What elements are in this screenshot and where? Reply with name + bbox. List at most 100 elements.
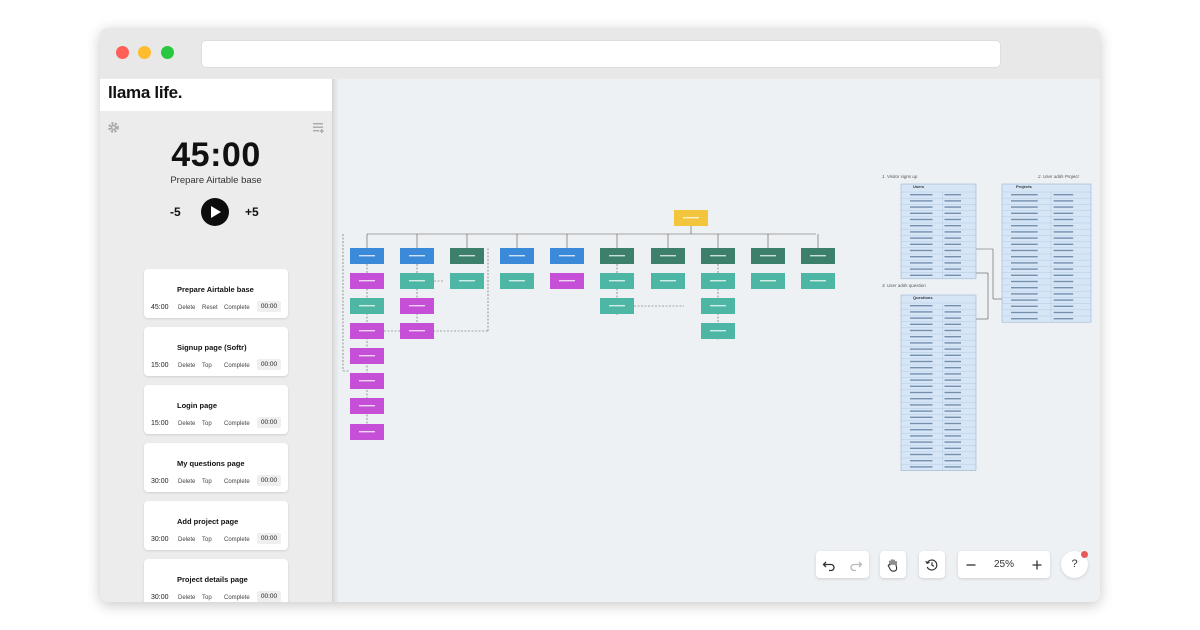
schema-field-placeholder [910, 311, 933, 313]
schema-type-placeholder [1053, 280, 1074, 283]
task-card[interactable]: Add project page 30:00 Delete Top Comple… [144, 501, 288, 550]
task-title: My questions page [177, 459, 245, 468]
schema-field-placeholder [910, 218, 933, 221]
maximize-window-button[interactable] [161, 46, 174, 59]
delete-task-button[interactable]: Delete [178, 537, 196, 543]
node-label-placeholder [660, 255, 676, 257]
schema-type-placeholder [1053, 194, 1074, 196]
schema-type-placeholder [944, 268, 961, 270]
move-to-top-button[interactable]: Top [202, 537, 212, 543]
schema-type-placeholder [1053, 225, 1074, 227]
app-logo: llama life. [108, 83, 183, 102]
schema-field-placeholder [910, 466, 933, 468]
move-to-top-button[interactable]: Top [202, 363, 212, 369]
settings-gear-icon[interactable] [107, 121, 120, 134]
move-to-top-button[interactable]: Top [202, 421, 212, 427]
schema-type-placeholder [944, 305, 961, 307]
minimize-window-button[interactable] [138, 46, 151, 59]
schema-type-placeholder [944, 329, 961, 332]
delete-task-button[interactable]: Delete [178, 305, 196, 311]
address-bar[interactable] [201, 40, 1001, 68]
task-duration[interactable]: 15:00 [151, 420, 169, 427]
help-icon: ? [1071, 558, 1078, 570]
task-duration[interactable]: 30:00 [151, 478, 169, 485]
help-button[interactable]: ? [1061, 551, 1088, 578]
node-label-placeholder [559, 255, 575, 257]
node-label-placeholder [710, 305, 726, 307]
complete-task-button[interactable]: Complete [224, 363, 250, 369]
task-card[interactable]: My questions page 30:00 Delete Top Compl… [144, 443, 288, 492]
schema-type-placeholder [1053, 218, 1074, 221]
complete-task-button[interactable]: Complete [224, 595, 250, 601]
schema-type-placeholder [944, 441, 961, 443]
hand-tool-button[interactable] [880, 551, 906, 578]
node-label-placeholder [609, 255, 625, 257]
undo-icon [822, 561, 835, 572]
schema-field-placeholder [1011, 225, 1038, 227]
close-window-button[interactable] [116, 46, 129, 59]
schema-type-placeholder [944, 391, 961, 394]
schema-field-placeholder [910, 453, 933, 456]
schema-field-placeholder [1011, 237, 1038, 239]
task-duration[interactable]: 45:00 [151, 304, 169, 311]
delete-task-button[interactable]: Delete [178, 595, 196, 601]
node-label-placeholder [760, 280, 776, 282]
projects-table-title: Projects [1016, 184, 1033, 189]
pan-tool-group [880, 551, 906, 578]
complete-task-button[interactable]: Complete [224, 537, 250, 543]
task-title: Prepare Airtable base [177, 285, 254, 294]
schema-field-placeholder [1011, 311, 1038, 314]
schema-field-placeholder [1011, 206, 1038, 208]
delete-task-button[interactable]: Delete [178, 479, 196, 485]
schema-field-placeholder [910, 194, 933, 196]
schema-field-placeholder [1011, 268, 1038, 270]
history-button[interactable] [919, 551, 945, 578]
schema-type-placeholder [1053, 274, 1074, 276]
task-duration[interactable]: 30:00 [151, 536, 169, 543]
complete-task-button[interactable]: Complete [224, 305, 250, 311]
schema-type-placeholder [944, 348, 961, 350]
complete-task-button[interactable]: Complete [224, 479, 250, 485]
schema-field-placeholder [910, 212, 933, 214]
task-card[interactable]: Project details page 30:00 Delete Top Co… [144, 559, 288, 602]
redo-button[interactable] [843, 551, 869, 578]
schema-type-placeholder [1053, 305, 1074, 307]
schema-field-placeholder [1011, 305, 1038, 307]
task-list-icon[interactable] [312, 121, 325, 134]
annotation-visitor-signs-up: 1. Visitor signs up [882, 174, 918, 179]
task-card[interactable]: Signup page (Softr) 15:00 Delete Top Com… [144, 327, 288, 376]
task-card[interactable]: Prepare Airtable base 45:00 Delete Reset… [144, 269, 288, 318]
complete-task-button[interactable]: Complete [224, 421, 250, 427]
delete-task-button[interactable]: Delete [178, 421, 196, 427]
schema-field-placeholder [1011, 293, 1038, 295]
schema-type-placeholder [944, 360, 961, 363]
subtract-five-minutes-button[interactable]: -5 [170, 205, 181, 219]
schema-type-placeholder [944, 398, 961, 400]
undo-button[interactable] [816, 551, 842, 578]
schema-type-placeholder [944, 311, 961, 313]
delete-task-button[interactable]: Delete [178, 363, 196, 369]
schema-type-placeholder [944, 466, 961, 468]
node-label-placeholder [359, 255, 375, 257]
add-five-minutes-button[interactable]: +5 [245, 205, 259, 219]
move-to-top-button[interactable]: Top [202, 479, 212, 485]
schema-type-placeholder [1053, 243, 1074, 245]
schema-field-placeholder [910, 329, 933, 332]
node-label-placeholder [683, 217, 699, 219]
task-duration[interactable]: 30:00 [151, 594, 169, 601]
reset-task-button[interactable]: Reset [202, 305, 218, 311]
zoom-level[interactable]: 25% [993, 559, 1014, 570]
task-duration[interactable]: 15:00 [151, 362, 169, 369]
whiteboard-canvas[interactable]: 1. Visitor signs up 2. User adds Project… [333, 79, 1100, 602]
schema-field-placeholder [910, 336, 933, 338]
schema-type-placeholder [1053, 287, 1074, 289]
task-card[interactable]: Login page 15:00 Delete Top Complete 00:… [144, 385, 288, 434]
brand-header: llama life. [100, 79, 332, 111]
play-button[interactable] [201, 198, 229, 226]
zoom-out-button[interactable] [958, 551, 984, 578]
schema-type-placeholder [944, 385, 961, 387]
node-label-placeholder [810, 280, 826, 282]
move-to-top-button[interactable]: Top [202, 595, 212, 601]
node-label-placeholder [359, 355, 375, 357]
zoom-in-button[interactable] [1024, 551, 1050, 578]
